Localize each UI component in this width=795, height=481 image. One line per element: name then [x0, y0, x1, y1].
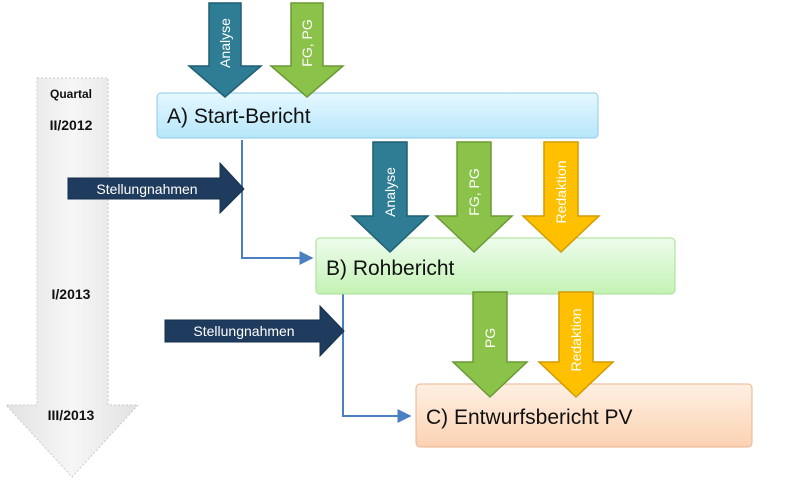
- stellungnahmen-arrow: Stellungnahmen: [164, 304, 345, 358]
- input-arrow-fg-pg-label: FG, PG: [299, 19, 315, 66]
- input-arrow-analyse: Analyse: [350, 141, 430, 254]
- input-arrow-analyse-label: Analyse: [382, 167, 398, 217]
- input-arrow-fg-pg-label: FG, PG: [466, 168, 482, 215]
- input-arrow-pg-label: PG: [482, 328, 498, 348]
- input-arrow-fg-pg: FG, PG: [268, 2, 346, 98]
- connector-b-to-c: [342, 294, 412, 423]
- stellungnahmen-arrow: Stellungnahmen: [67, 161, 245, 215]
- input-arrow-fg-pg: FG, PG: [434, 141, 514, 254]
- input-arrow-redaktion: Redaktion: [521, 141, 601, 254]
- timeline-header: Quartal: [50, 87, 92, 101]
- quarter-label: II/2012: [50, 117, 93, 133]
- connector-a-to-b: [241, 140, 314, 265]
- input-arrow-redaktion-label: Redaktion: [568, 308, 584, 371]
- box-entwurfsbericht: C) Entwurfsbericht PV: [415, 383, 753, 448]
- stellungnahmen-arrow-label: Stellungnahmen: [193, 323, 294, 339]
- input-arrow-redaktion-label: Redaktion: [553, 160, 569, 223]
- input-arrow-redaktion: Redaktion: [537, 291, 615, 399]
- stellungnahmen-arrow-label: Stellungnahmen: [96, 181, 197, 197]
- timeline: Quartal II/2012 I/2013 III/2013: [4, 77, 140, 478]
- box-rohbericht: B) Rohbericht: [315, 237, 676, 295]
- box-rohbericht-label: B) Rohbericht: [326, 257, 455, 280]
- box-start-bericht-label: A) Start-Bericht: [167, 105, 311, 128]
- box-entwurfsbericht-label: C) Entwurfsbericht PV: [426, 406, 633, 429]
- input-arrow-analyse-label: Analyse: [217, 18, 233, 68]
- quarter-label: III/2013: [48, 407, 95, 423]
- quarter-label: I/2013: [52, 286, 91, 302]
- input-arrow-analyse: Analyse: [186, 2, 264, 98]
- box-start-bericht: A) Start-Bericht: [156, 92, 599, 139]
- input-arrow-pg: PG: [451, 291, 529, 399]
